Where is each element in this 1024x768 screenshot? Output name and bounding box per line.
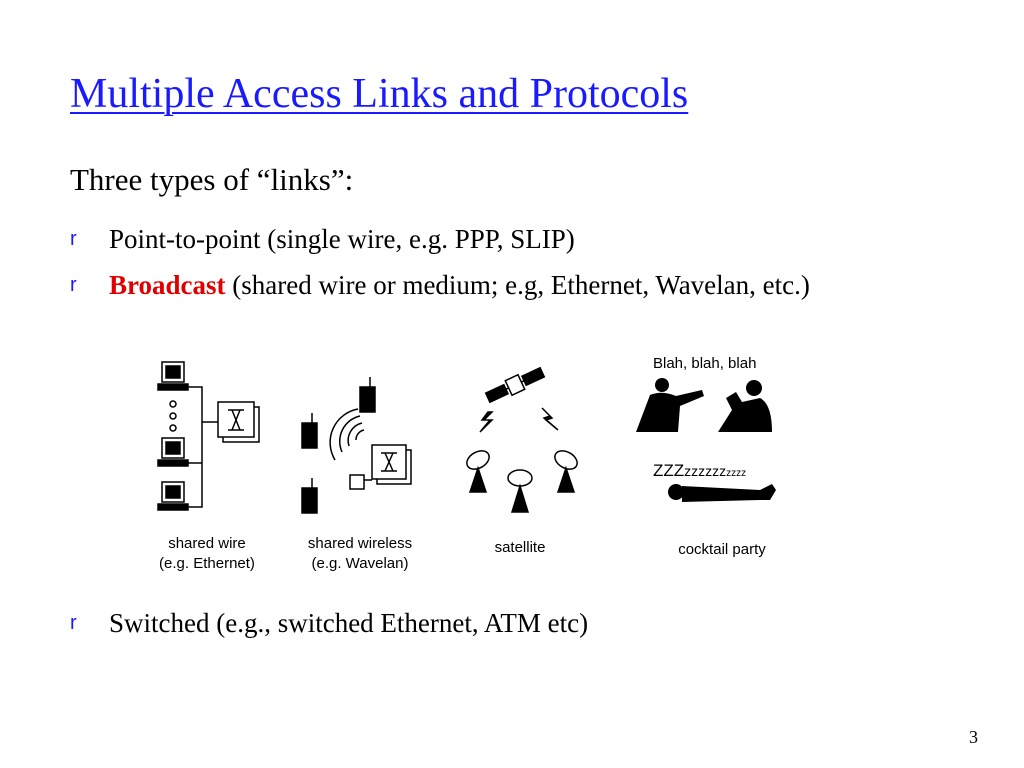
caption-ethernet: (e.g. Ethernet) [159,555,255,572]
lightning-icon [541,407,559,431]
satellite-icon [484,366,546,404]
computer-icon [157,481,189,511]
slide-title: Multiple Access Links and Protocols [70,71,689,117]
switch-icon [217,401,260,443]
close-quote: ” [330,162,345,197]
satellite-dish-icon [466,450,490,493]
lightning-icon [479,411,494,433]
satellite-dish-icon [507,469,533,513]
zzz-mid: zzzzzz [684,463,726,479]
intro-before: Three types of [70,162,257,197]
bullet-marker: r [70,612,77,634]
snore-zzz: ZZZzzzzzzzzzz [653,461,746,480]
bullet-marker: r [70,228,77,250]
satellite-dish-icon [554,450,578,493]
caption-shared-wire: shared wire [168,535,246,552]
caption-shared-wireless: shared wireless [308,535,412,552]
talking-people-icon [636,378,772,432]
wireless-waves-icon [329,408,365,461]
zzz-small: zzzz [726,468,746,479]
speech-text: Blah, blah, blah [653,355,756,372]
bullet-text: Switched (e.g., switched Ethernet, ATM e… [109,608,589,638]
caption-cocktail-party: cocktail party [678,541,766,558]
bullet-text: Point-to-point (single wire, e.g. PPP, S… [109,224,575,254]
link-types-figure: shared wire (e.g. Ethernet) shared wirel… [157,355,776,572]
shared-wire-diagram [157,361,260,511]
computer-icon [157,437,189,467]
intro-line: Three types of “links”: [70,162,353,198]
radio-icon [301,413,318,449]
radio-icon [301,478,318,514]
page-number: 3 [969,727,978,747]
caption-satellite: satellite [495,539,546,556]
bullet-marker: r [70,274,77,296]
intro-colon: : [344,162,354,197]
sleeping-person-icon [668,484,776,502]
intro-word: links [270,162,331,197]
broadcast-highlight: Broadcast [109,270,226,300]
zzz-big: ZZZ [653,461,684,480]
radio-icon [359,377,376,413]
access-point-icon [371,444,412,485]
caption-wavelan: (e.g. Wavelan) [312,555,409,572]
computer-icon [157,361,189,391]
satellite-diagram [466,366,578,513]
shared-wireless-diagram [301,377,412,514]
open-quote: “ [256,162,271,197]
broadcast-detail: (shared wire or medium; e.g, Ethernet, W… [225,270,810,300]
bullet-text: Broadcast (shared wire or medium; e.g, E… [109,264,829,306]
